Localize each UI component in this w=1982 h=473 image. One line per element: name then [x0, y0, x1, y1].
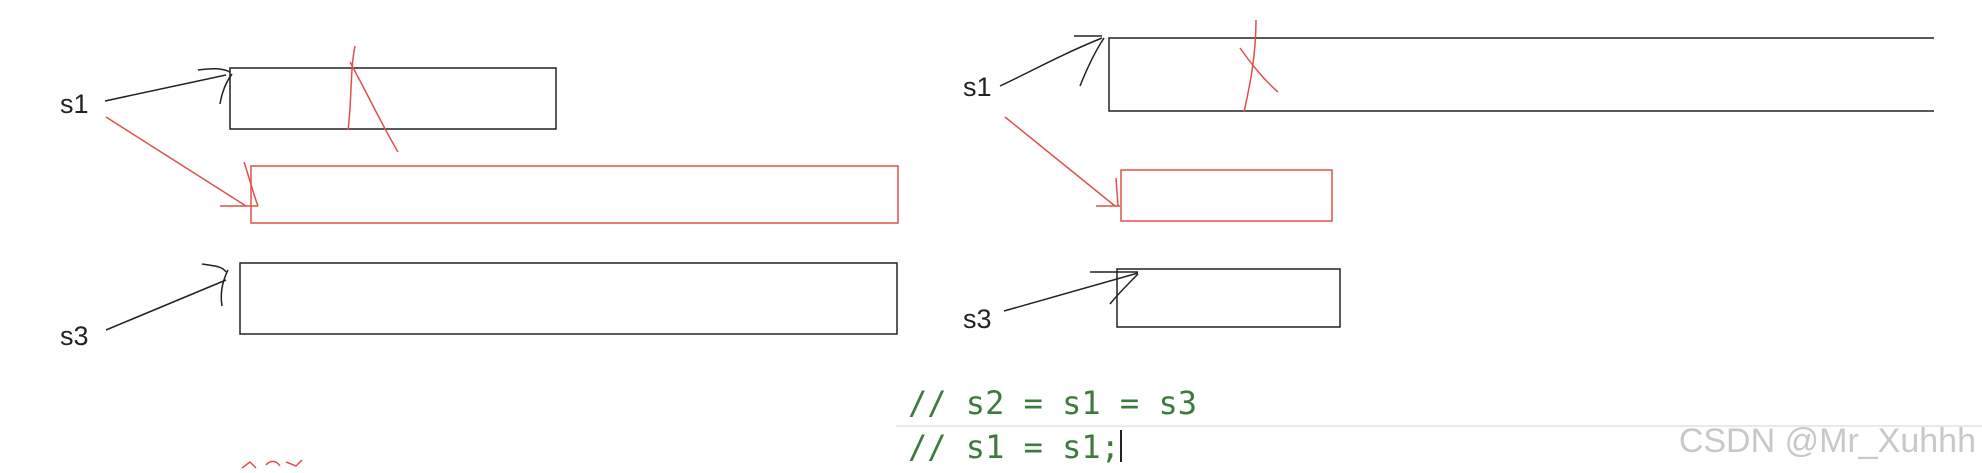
left-s3-arrowhead	[201, 263, 229, 307]
right-s3-label: s3	[963, 304, 992, 334]
right-s3-pointer	[1003, 272, 1139, 312]
code-snippet: // s2 = s1 = s3 // s1 = s1;	[896, 384, 1982, 466]
right-s3-arrowhead	[1090, 271, 1139, 305]
left-s1-new-arrowhead	[220, 161, 259, 207]
right-s3-buffer	[1116, 268, 1341, 328]
right-s1-old-buffer	[1108, 37, 1934, 112]
left-s1-old-buffer	[229, 67, 557, 130]
code-line-2: // s1 = s1;	[908, 428, 1120, 466]
right-s1-old-arrowhead	[1074, 35, 1105, 87]
left-s1-new-pointer	[105, 116, 247, 207]
right-panel: s1 s3	[963, 19, 1934, 334]
left-s3-buffer	[239, 262, 898, 335]
right-s1-label: s1	[963, 72, 992, 102]
left-s1-new-buffer	[250, 165, 899, 224]
right-s1-new-pointer	[1004, 116, 1116, 207]
right-s1-new-buffer	[1120, 169, 1333, 222]
left-bottom-scribble	[241, 459, 303, 469]
right-s1-old-pointer	[999, 37, 1103, 87]
left-s1-label: s1	[60, 89, 89, 119]
right-s1-new-arrowhead	[1096, 177, 1120, 207]
left-s1-old-arrowhead	[197, 67, 233, 105]
left-s1-old-pointer	[104, 74, 227, 102]
left-s3-pointer	[105, 279, 227, 331]
left-panel: s1 s3	[60, 45, 899, 469]
code-line-1: // s2 = s1 = s3	[908, 384, 1197, 422]
right-cross-mark	[1239, 19, 1279, 113]
watermark: CSDN @Mr_Xuhhh	[1679, 422, 1976, 460]
left-cross-mark	[347, 45, 399, 153]
left-s3-label: s3	[60, 321, 89, 351]
